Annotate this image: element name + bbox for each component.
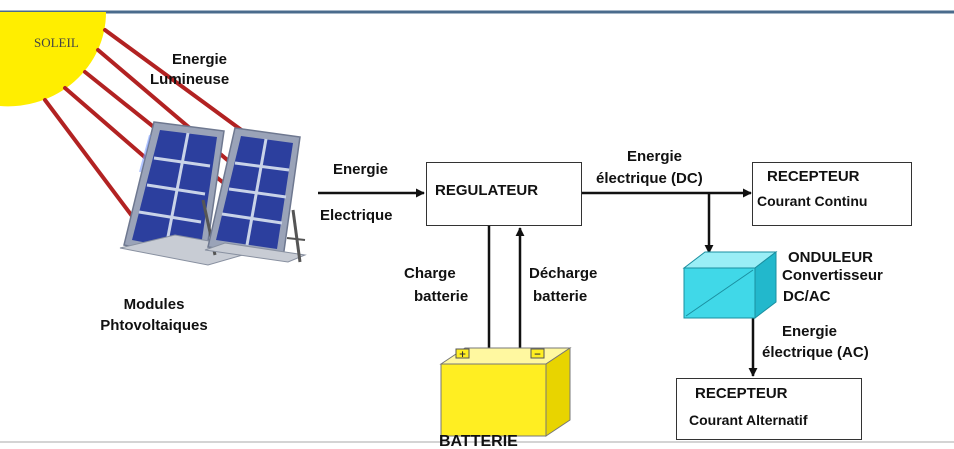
regulator-label: REGULATEUR [435,182,539,199]
battery-plus-terminal: + [459,350,467,360]
battery-minus-terminal: − [534,350,542,360]
charge-label-line1: Charge [404,265,456,282]
inverter-label-line1: ONDULEUR [788,249,873,266]
battery-label: BATTERIE [439,433,518,449]
dc-energy-label-line1: Energie [627,148,683,165]
light-energy-label-line2: Lumineuse [150,71,230,88]
inverter-cube-icon [682,250,778,320]
discharge-label-line1: Décharge [529,265,598,282]
light-energy-label-line1: Energie [172,51,228,68]
modules-label-line1: Modules [123,296,185,313]
electric-energy-label-line2: Electrique [320,207,393,224]
sun-label: SOLEIL [34,35,79,50]
discharge-label-line2: batterie [533,288,588,305]
light-ray [103,28,257,142]
ac-receiver-box: RECEPTEUR Courant Alternatif [676,378,862,440]
ac-energy-label-line2: électrique (AC) [762,344,869,361]
regulator-box: REGULATEUR [426,162,582,226]
dc-energy-label-line2: électrique (DC) [596,170,703,187]
sun-icon [0,12,107,107]
ac-receiver-title: RECEPTEUR [695,385,788,402]
electric-energy-label-line1: Energie [333,161,389,178]
dc-receiver-title: RECEPTEUR [767,168,860,185]
battery-icon: + − [439,347,572,437]
charge-label-line2: batterie [414,288,469,305]
ac-energy-label-line1: Energie [782,323,838,340]
dc-receiver-subtitle: Courant Continu [757,193,868,209]
inverter-label-line3: DC/AC [783,288,831,305]
solar-panel-icon [119,121,261,266]
light-ray [43,98,137,222]
ac-receiver-subtitle: Courant Alternatif [689,412,808,428]
solar-panel-icon [204,127,307,263]
inverter-label-line2: Convertisseur [782,267,883,284]
dc-receiver-box: RECEPTEUR Courant Continu [752,162,912,226]
modules-label-line2: Phtovoltaiques [100,317,208,334]
